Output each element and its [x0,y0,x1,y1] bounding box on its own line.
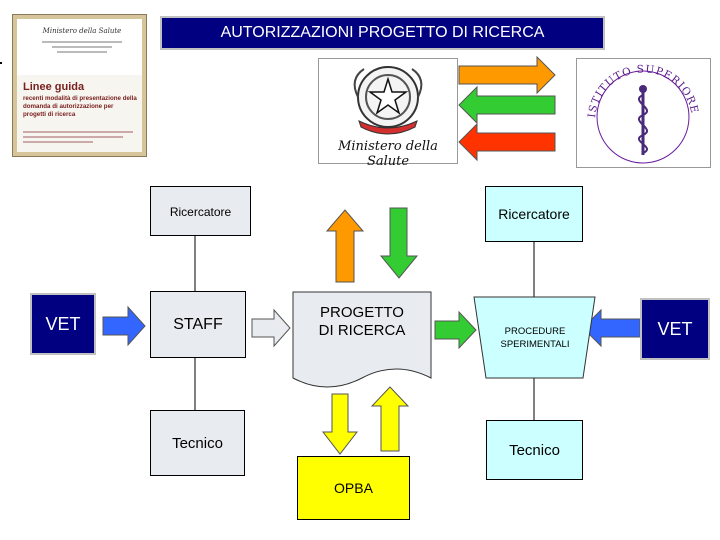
vet-left-label: VET [45,313,81,334]
yellow-up-arrow [370,386,410,452]
ricercatore-right-box: Ricercatore [485,186,583,242]
staff-box: STAFF [150,291,246,358]
red-left-arrow [458,122,556,162]
iss-seal: ISTITUTO SUPERIORE DI SANITÀ [572,48,711,168]
ricercatore-right-label: Ricercatore [498,206,570,222]
staff-to-project-arrow [251,308,291,348]
doc-subheading: recenti modalità di presentazione della … [23,95,137,118]
vet-left-box: VET [30,293,96,355]
doc-ministry-name: Ministero della Salute [42,27,122,35]
vet-to-staff-arrow [102,305,146,347]
opba-box: OPBA [297,456,410,520]
green-down-arrow [379,207,419,279]
progetto-label: PROGETTO DI RICERCA [293,304,431,340]
procedure-label: PROCEDURE SPERIMENTALI [480,325,590,351]
emblem-icon [353,66,423,135]
procedures-shape [473,296,596,379]
tecnico-left-box: Tecnico [150,410,245,476]
tecnico-left-label: Tecnico [172,435,223,452]
project-shape [292,291,432,388]
progetto-label-line1: PROGETTO [320,304,404,321]
italian-republic-emblem: Ministero della Salute [318,58,458,169]
green-left-arrow [458,85,556,125]
ricercatore-left-box: Ricercatore [150,186,251,236]
vet-right-box: VET [640,298,710,360]
opba-label: OPBA [334,480,373,496]
page-title: AUTORIZZAZIONI PROGETTO DI RICERCA [160,16,605,50]
progetto-label-line2: DI RICERCA [318,322,406,339]
tecnico-right-label: Tecnico [509,441,560,459]
vet-right-label: VET [657,318,693,339]
orange-up-arrow [325,209,365,283]
emblem-label: Ministero della Salute [338,139,438,169]
procedure-label-line2: SPERIMENTALI [500,339,570,350]
iss-seal-icon: ISTITUTO SUPERIORE DI SANITÀ [572,48,700,164]
ricercatore-left-label: Ricercatore [169,205,232,219]
vet-to-procedures-arrow [582,308,641,348]
guidelines-document-thumbnail: Ministero della Salute Linee guida recen… [12,14,147,157]
stray-dot [0,62,2,64]
staff-label: STAFF [173,315,223,333]
doc-heading: Linee guida [23,81,85,93]
tecnico-right-box: Tecnico [486,420,583,480]
yellow-down-arrow [321,393,359,455]
orange-right-arrow [458,55,556,95]
procedure-label-line1: PROCEDURE [504,326,566,337]
project-to-procedures-arrow [434,310,477,350]
